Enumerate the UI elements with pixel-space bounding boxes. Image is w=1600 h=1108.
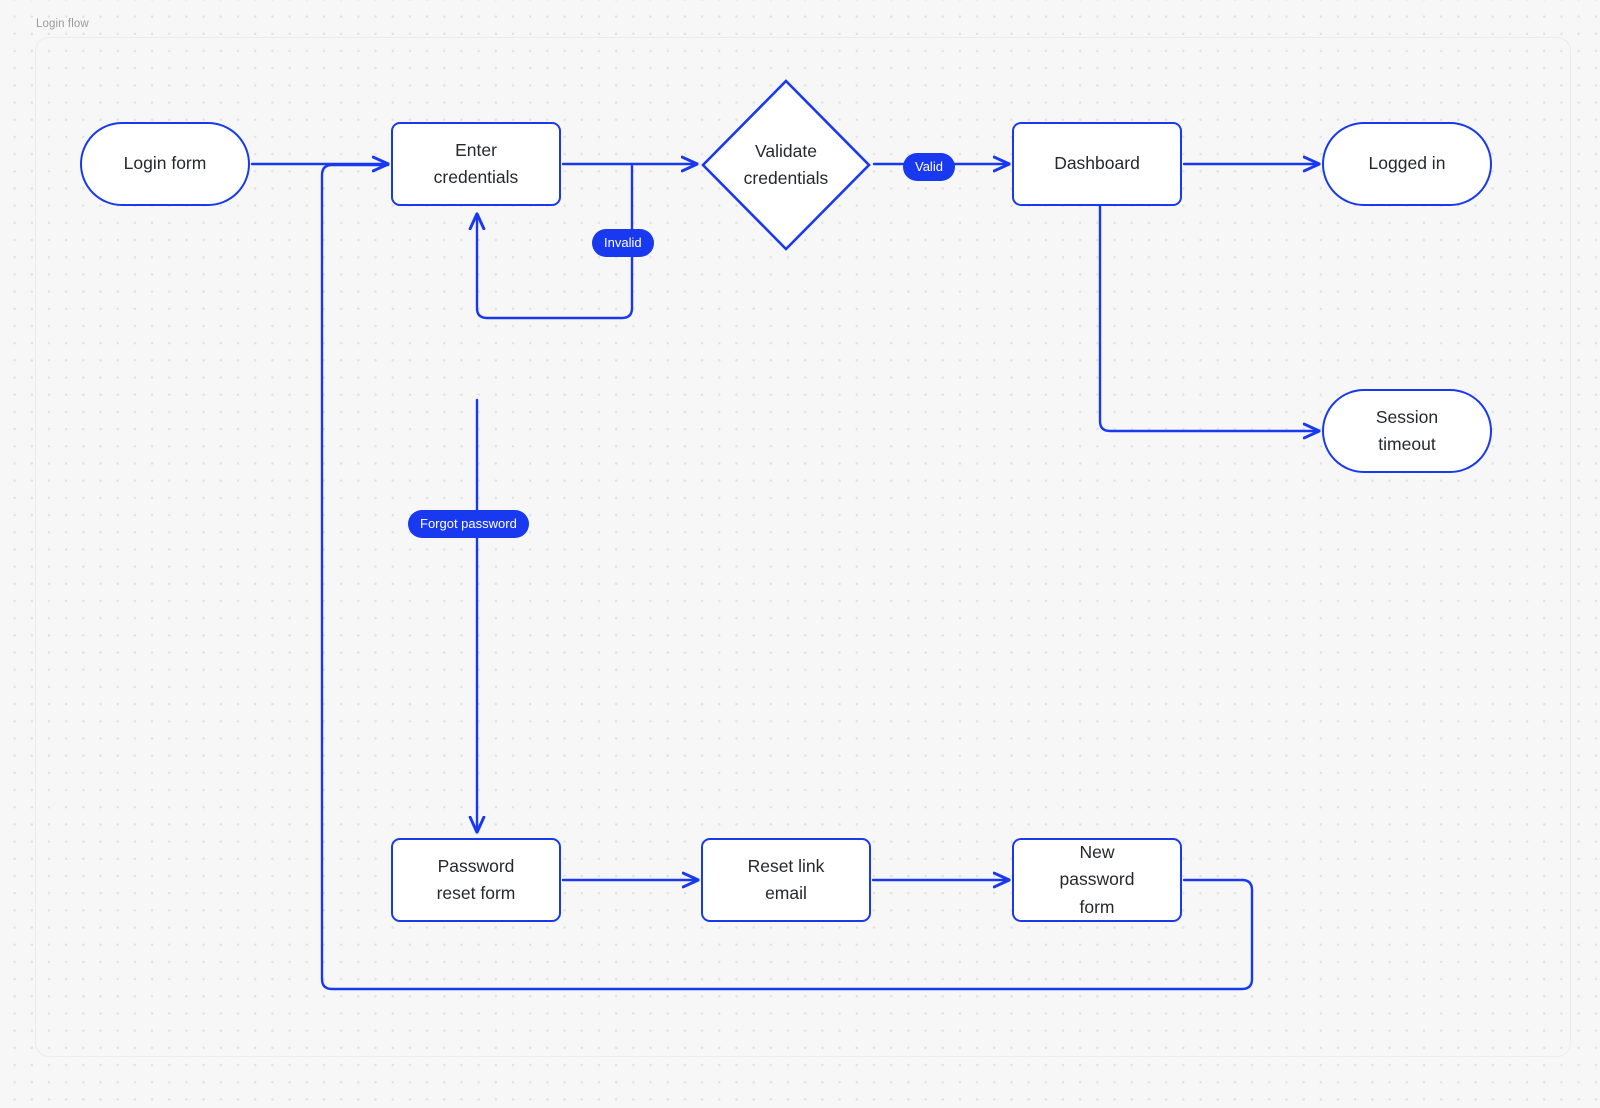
node-session-timeout[interactable]: Session timeout (1322, 389, 1492, 473)
node-enter-credentials[interactable]: Enter credentials (391, 122, 561, 206)
node-dashboard-label: Dashboard (1054, 153, 1140, 174)
edge-label-valid[interactable]: Valid (903, 153, 955, 181)
node-session-timeout-label: Session timeout (1375, 406, 1439, 454)
edge-label-forgot-password[interactable]: Forgot password (408, 510, 529, 538)
diamond-shape (701, 79, 871, 251)
node-reset-link-email[interactable]: Reset link email (701, 838, 871, 922)
node-login-form-label: Login form (123, 153, 207, 174)
node-login-form[interactable]: Login form (80, 122, 250, 206)
node-password-reset-form[interactable]: Password reset form (391, 838, 561, 922)
edge-new-password-to-enter-credentials (320, 163, 1254, 991)
node-validate-credentials-label: Validate credentials (743, 140, 829, 188)
node-logged-in-label: Logged in (1368, 153, 1446, 174)
node-new-password-form[interactable]: New password form (1012, 838, 1182, 922)
node-validate-credentials[interactable]: Validate credentials (700, 78, 872, 252)
edge-dashboard-to-session-timeout (1098, 204, 1319, 431)
edge-label-invalid[interactable]: Invalid (592, 229, 654, 257)
diagram-title: Login flow (36, 18, 89, 30)
node-password-reset-form-label: Password reset form (436, 855, 516, 903)
node-dashboard[interactable]: Dashboard (1012, 122, 1182, 206)
node-enter-credentials-label: Enter credentials (433, 139, 519, 187)
node-reset-link-email-label: Reset link email (747, 855, 825, 903)
node-new-password-form-label: New password form (1059, 842, 1135, 917)
node-logged-in[interactable]: Logged in (1322, 122, 1492, 206)
edge-validate-to-enter-credentials (477, 164, 634, 320)
